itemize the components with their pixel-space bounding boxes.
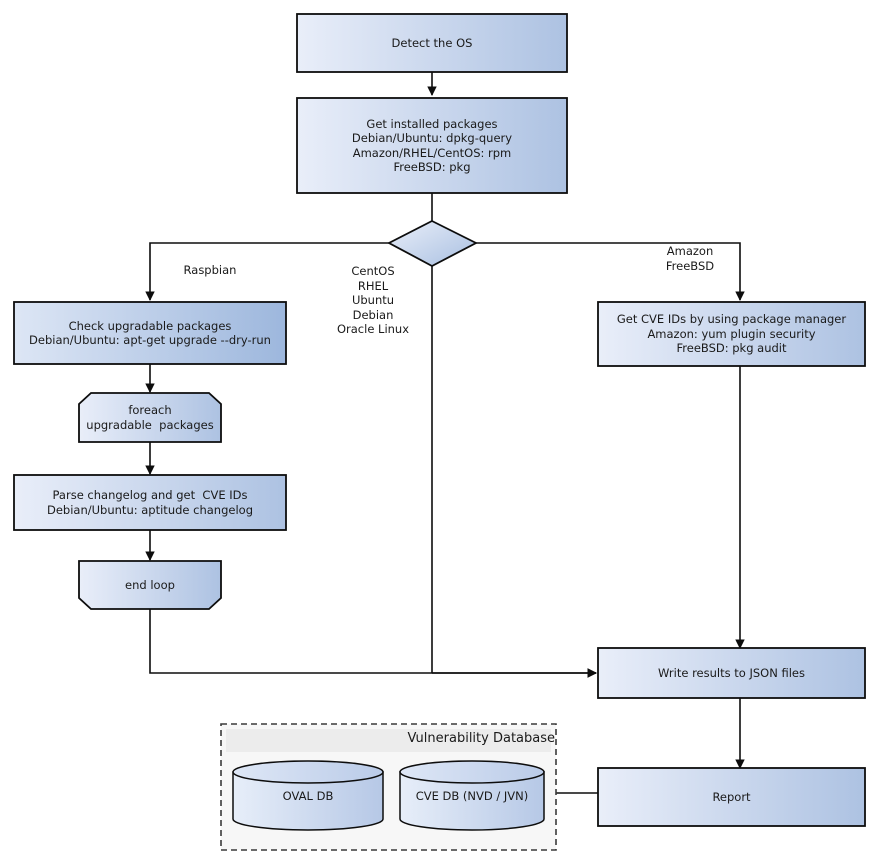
node-check-upgradable [13,301,287,365]
edge-decision-to-amazon [475,242,745,301]
node-end-loop [78,560,222,610]
node-oval-db [232,760,384,831]
node-get-cve-ids [597,301,866,367]
node-get-installed-packages [296,97,568,194]
node-write-results [597,647,866,699]
node-cve-db [399,760,545,831]
node-detect-os [296,13,568,73]
edge-endloop-to-write [149,609,597,678]
node-os-decision [387,219,478,268]
edge-decision-to-raspbian [145,242,395,301]
node-parse-changelog [13,474,287,531]
node-report [597,767,866,827]
node-foreach-loop [78,392,222,443]
